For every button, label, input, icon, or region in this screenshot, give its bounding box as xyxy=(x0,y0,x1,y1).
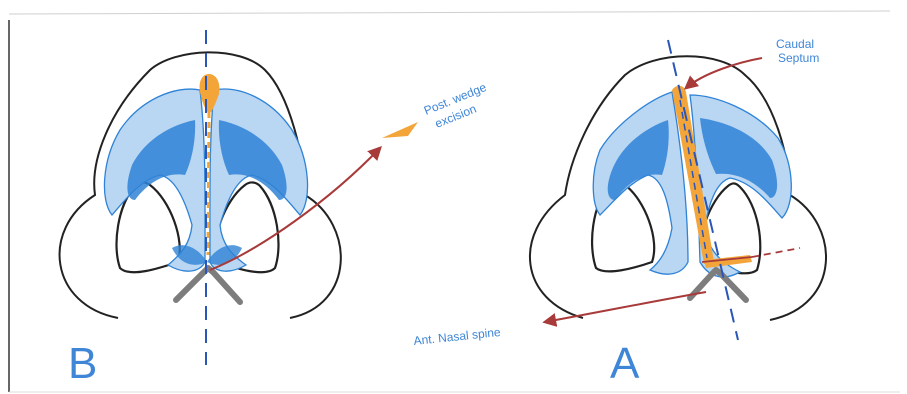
panel-b-nose xyxy=(60,30,341,365)
panel-b-nasal-spine xyxy=(176,268,240,302)
label-caudal-line2: Septum xyxy=(778,51,819,65)
panel-a-nasal-spine xyxy=(690,270,746,300)
frame-top-border xyxy=(9,11,890,14)
panel-a-letter: A xyxy=(610,339,640,388)
panel-b-septum-strip xyxy=(208,112,209,255)
label-caudal-line1: Caudal xyxy=(776,37,814,51)
excised-wedge-shape xyxy=(382,122,418,138)
panel-a-nose xyxy=(530,40,826,340)
panel-b-letter: B xyxy=(68,339,97,388)
label-ant-nasal-spine: Ant. Nasal spine xyxy=(413,325,502,348)
arrow-to-spine-label xyxy=(545,292,706,322)
